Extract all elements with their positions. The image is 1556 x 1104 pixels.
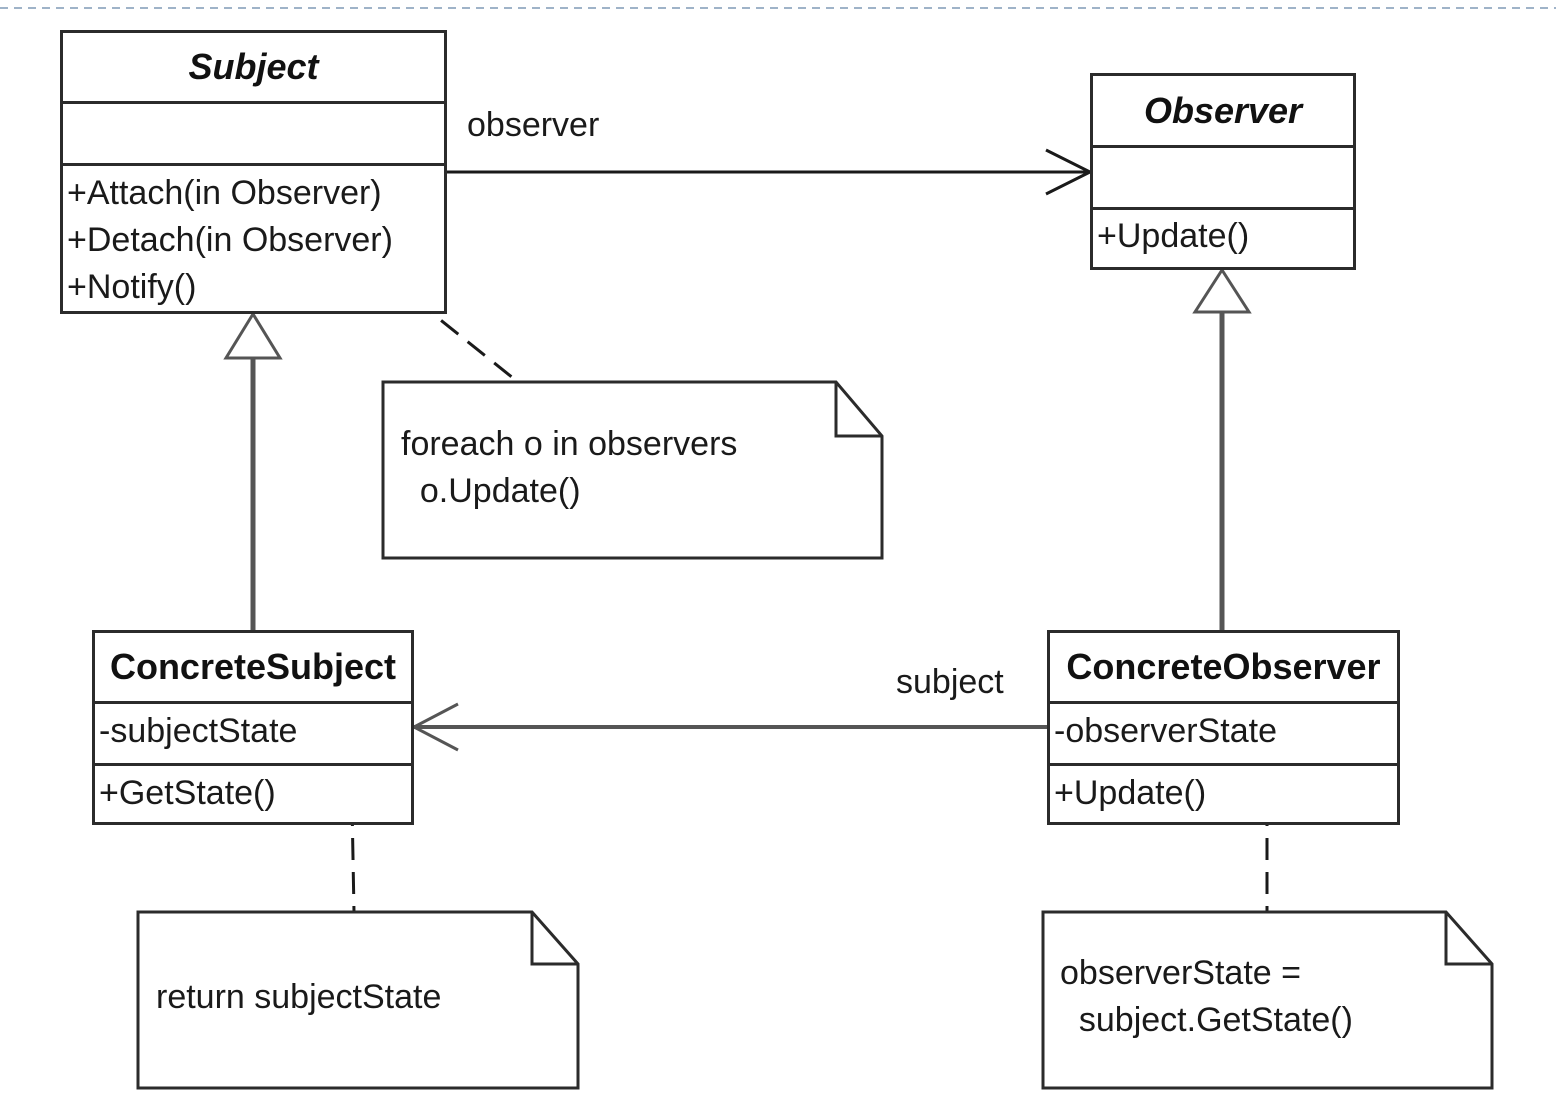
concrete-subject-operations: +GetState() (95, 766, 411, 817)
observer-attributes (1093, 148, 1353, 210)
concrete-observer-operations: +Update() (1050, 766, 1397, 817)
subject-operation-detach: +Detach(in Observer) (67, 221, 393, 259)
concrete-observer-attribute-state: -observerState (1054, 712, 1277, 750)
concrete-subject-class-name: ConcreteSubject (95, 633, 411, 704)
update-note-shape (1041, 910, 1494, 1090)
subject-operation-notify: +Notify() (67, 268, 197, 306)
getstate-note-shape (136, 910, 580, 1090)
observer-class[interactable]: Observer +Update() (1090, 73, 1356, 270)
subject-operation-attach: +Attach(in Observer) (67, 174, 382, 212)
observer-operations: +Update() (1093, 210, 1353, 260)
concrete-subject-attributes: -subjectState (95, 704, 411, 766)
subject-association-label: subject (896, 663, 1004, 701)
observer-association-label: observer (467, 106, 600, 144)
notify-note-connector (387, 276, 519, 384)
concrete-subject-class[interactable]: ConcreteSubject -subjectState +GetState(… (92, 630, 414, 825)
observer-class-name: Observer (1093, 76, 1353, 148)
concrete-observer-attributes: -observerState (1050, 704, 1397, 766)
concrete-subject-attribute-state: -subjectState (99, 712, 298, 750)
concrete-observer-class[interactable]: ConcreteObserver -observerState +Update(… (1047, 630, 1400, 825)
subject-class-name: Subject (63, 33, 444, 104)
subject-generalization-triangle (223, 311, 283, 360)
concrete-observer-operation-update: +Update() (1054, 774, 1207, 812)
notify-note-shape (381, 380, 884, 560)
subject-association-arrowhead (410, 702, 459, 752)
observer-generalization-triangle (1192, 267, 1252, 314)
notify-note-text: foreach o in observers o.Update() (401, 425, 738, 510)
concrete-subject-operation-getstate: +GetState() (99, 774, 276, 812)
subject-operations: +Attach(in Observer) +Detach(in Observer… (63, 166, 444, 311)
observer-operation-update: +Update() (1097, 217, 1250, 255)
update-note-text: observerState = subject.GetState() (1060, 954, 1353, 1039)
concrete-observer-class-name: ConcreteObserver (1050, 633, 1397, 704)
subject-class[interactable]: Subject +Attach(in Observer) +Detach(in … (60, 30, 447, 314)
subject-attributes (63, 104, 444, 166)
getstate-note-text: return subjectState (156, 978, 442, 1016)
